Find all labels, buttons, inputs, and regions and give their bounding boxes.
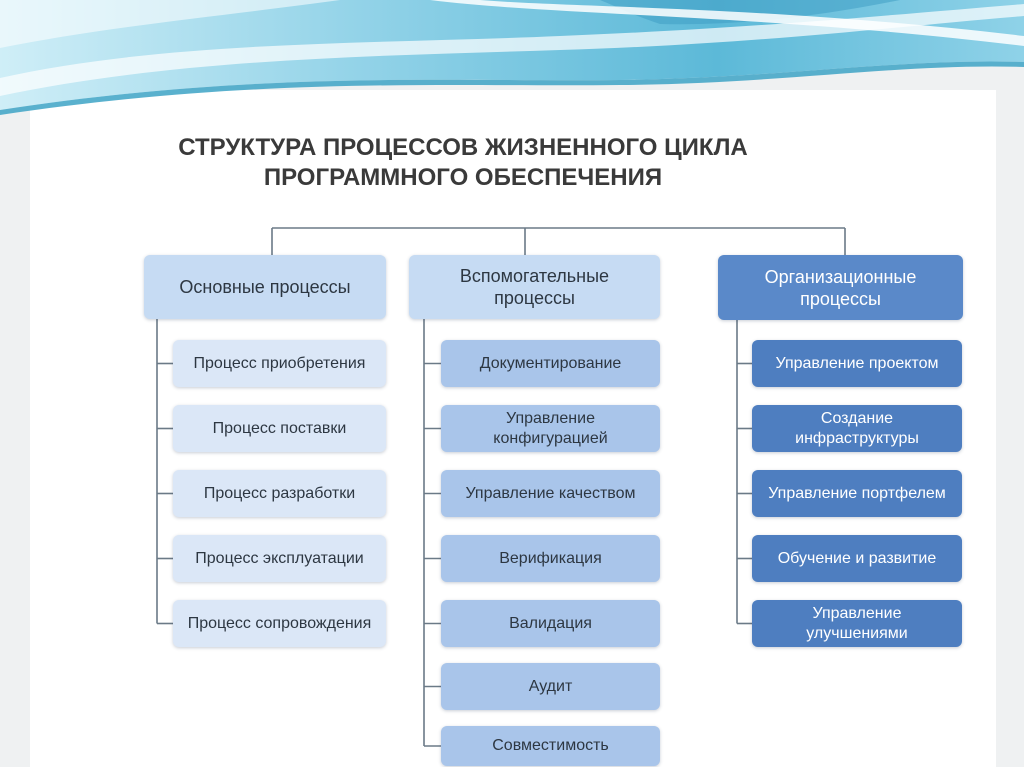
group-label: процессы	[800, 288, 881, 309]
process-label: Валидация	[509, 614, 592, 632]
process-documentation: Документирование	[441, 340, 660, 387]
wave-edge-band	[0, 61, 1024, 115]
group-label: процессы	[494, 288, 575, 308]
group-supporting-processes: Вспомогательные процессы	[409, 255, 660, 319]
process-label: Процесс разработки	[203, 484, 356, 502]
process-label: Документирование	[479, 354, 622, 372]
process-infrastructure-creation: Создание инфраструктуры	[752, 405, 962, 452]
process-label: Управление проектом	[775, 354, 939, 372]
process-development: Процесс разработки	[173, 470, 386, 517]
process-label: конфигурацией	[493, 429, 608, 447]
group-label: Основные процессы	[179, 277, 351, 297]
diagram-title-line-1: СТРУКТУРА ПРОЦЕССОВ ЖИЗНЕННОГО ЦИКЛА	[178, 134, 748, 161]
process-project-management: Управление проектом	[752, 340, 962, 387]
process-label: Процесс приобретения	[193, 354, 366, 372]
process-validation: Валидация	[441, 600, 660, 647]
process-label: Управление	[812, 604, 902, 622]
decorative-wave-header	[0, 0, 1024, 115]
group-label: Организационные	[764, 266, 917, 287]
process-label: Процесс сопровождения	[187, 614, 372, 632]
process-maintenance: Процесс сопровождения	[173, 600, 386, 647]
process-verification: Верификация	[441, 535, 660, 582]
process-label: Аудит	[528, 677, 573, 695]
process-quality-management: Управление качеством	[441, 470, 660, 517]
process-label: Процесс эксплуатации	[195, 549, 364, 567]
group-organizational-processes: Организационные процессы	[718, 255, 963, 320]
process-label: Управление портфелем	[768, 484, 946, 502]
process-audit: Аудит	[441, 663, 660, 710]
process-configuration-management: Управление конфигурацией	[441, 405, 660, 452]
process-label: Процесс поставки	[212, 419, 347, 437]
process-label: Обучение и развитие	[777, 549, 937, 567]
process-training-development: Обучение и развитие	[752, 535, 962, 582]
process-label: Управление	[506, 409, 595, 427]
group-label: Вспомогательные	[459, 266, 610, 286]
wave-dark-accent	[600, 0, 900, 25]
diagram-title-line-2: ПРОГРАММНОГО ОБЕСПЕЧЕНИЯ	[263, 164, 663, 191]
wave-white-corner	[0, 0, 340, 48]
diagram-title: СТРУКТУРА ПРОЦЕССОВ ЖИЗНЕННОГО ЦИКЛА ПРО…	[163, 133, 763, 193]
wave-white-swoosh-long	[0, 4, 1024, 96]
process-label: Верификация	[499, 549, 602, 567]
process-acquisition: Процесс приобретения	[173, 340, 386, 387]
process-label: Создание	[820, 409, 894, 427]
process-label: Совместимость	[492, 737, 609, 754]
group-main-processes: Основные процессы	[144, 255, 386, 319]
process-label: инфраструктуры	[795, 429, 919, 447]
process-label: Управление качеством	[465, 484, 636, 502]
process-label: улучшениями	[806, 624, 908, 642]
process-compatibility: Совместимость	[441, 726, 660, 766]
process-improvement-management: Управление улучшениями	[752, 600, 962, 647]
wave-white-swoosh-upper	[430, 0, 1024, 46]
process-supply: Процесс поставки	[173, 405, 386, 452]
process-portfolio-management: Управление портфелем	[752, 470, 962, 517]
process-operation: Процесс эксплуатации	[173, 535, 386, 582]
